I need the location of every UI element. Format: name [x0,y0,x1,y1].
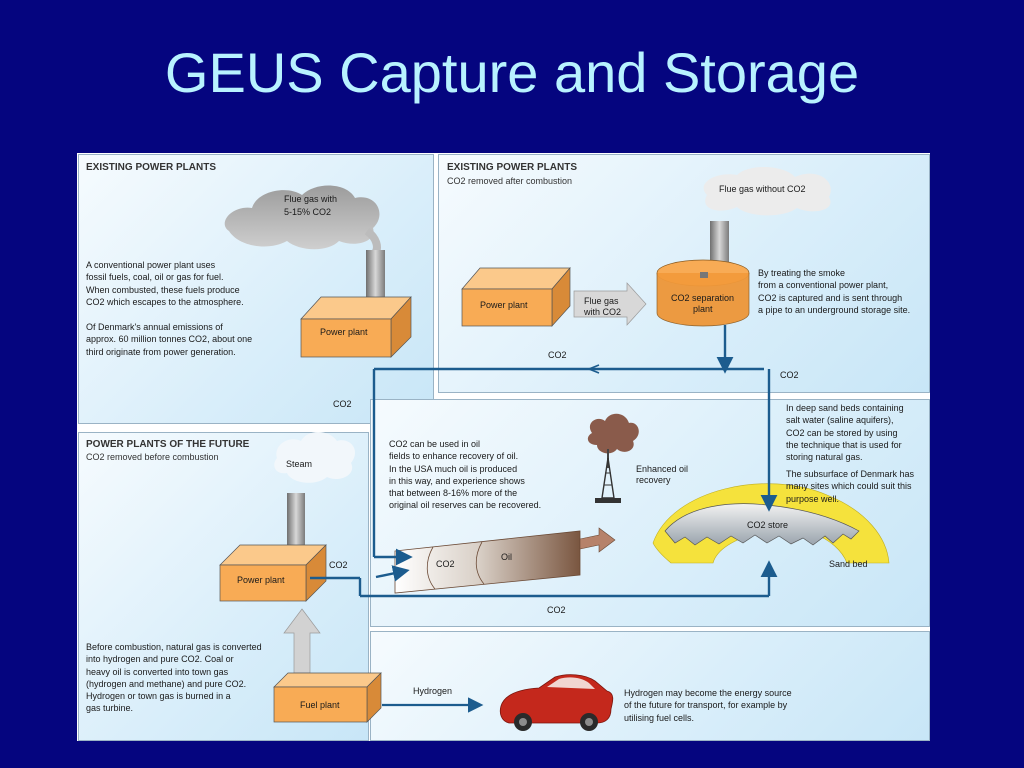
subheading-existing-right: CO2 removed after combustion [447,176,573,186]
fuel-to-plant-arrow [283,608,321,674]
future-description: Before combustion, natural gas is conver… [86,642,262,714]
sand-bed-label: Sand bed [829,559,868,569]
heading-future: POWER PLANTS OF THE FUTURE [86,439,250,450]
fuel-plant-box [273,672,382,723]
clean-gas-label: Flue gas without CO2 [719,184,806,194]
slide-title: GEUS Capture and Storage [164,41,860,104]
separation-label-1: CO2 separation [671,293,735,303]
co2-flow-label-future: CO2 [329,560,348,570]
power-plant-label-future: Power plant [237,575,285,585]
co2-flow-label-left: CO2 [333,399,352,409]
capture-description: By treating the smoke from a conventiona… [758,268,911,315]
oil-recovery-text: CO2 can be used in oil fields to enhance… [389,439,542,511]
enhanced-oil-arrow [579,527,616,553]
co2-separation-plant [656,259,750,327]
co2-store-dome [664,503,860,546]
enhanced-oil-label-2: recovery [636,475,671,485]
fuel-plant-label: Fuel plant [300,700,340,710]
clean-gas-cloud [703,166,831,216]
power-plant-box-right [461,267,571,327]
power-plant-label-right: Power plant [480,300,528,310]
panel-transport [370,631,930,741]
chimney-future [287,493,305,548]
cloud-label-existing-1: Flue gas with [284,194,338,204]
power-plant-label-existing: Power plant [320,327,368,337]
power-plant-box-future [219,544,327,602]
saline-aquifer-text: In deep sand beds containing salt water … [786,403,904,463]
diagram-graphics [219,166,890,731]
existing-description: A conventional power plant uses fossil f… [86,260,244,307]
co2-tube-label: CO2 [436,559,455,569]
fuel-cell-car [499,674,614,731]
flue-gas-label-1: Flue gas [584,296,619,306]
transport-text: Hydrogen may become the energy source of… [624,688,792,723]
steam-cloud [274,432,356,483]
co2-store-label: CO2 store [747,520,789,530]
separation-label-2: plant [693,304,713,314]
hydrogen-label: Hydrogen [413,686,453,696]
steam-label: Steam [286,459,313,469]
flue-gas-label-2: with CO2 [584,307,622,317]
heading-existing-right: EXISTING POWER PLANTS [447,162,578,173]
co2-flow-label-top-center: CO2 [548,350,567,360]
oil-reservoir-tube [394,530,581,594]
oil-rig-icon [587,413,639,503]
chimney-existing [366,250,385,304]
denmark-subsurface-text: The subsurface of Denmark has many sites… [786,469,915,504]
cloud-label-existing-2: 5-15% CO2 [284,207,332,217]
subheading-future: CO2 removed before combustion [86,452,219,462]
co2-flow-label-top-right: CO2 [780,370,799,380]
ccs-diagram: EXISTING POWER PLANTS Flue gas with 5-15… [77,153,930,741]
oil-tube-label: Oil [501,552,512,562]
power-plant-box-existing [300,296,412,358]
heading-existing-left: EXISTING POWER PLANTS [86,162,217,173]
co2-pipes [310,325,778,598]
flue-gas-arrow [573,282,647,326]
co2-flow-label-bottom: CO2 [547,605,566,615]
enhanced-oil-label-1: Enhanced oil [636,464,689,474]
denmark-emissions-text: Of Denmark's annual emissions of approx.… [86,322,253,357]
